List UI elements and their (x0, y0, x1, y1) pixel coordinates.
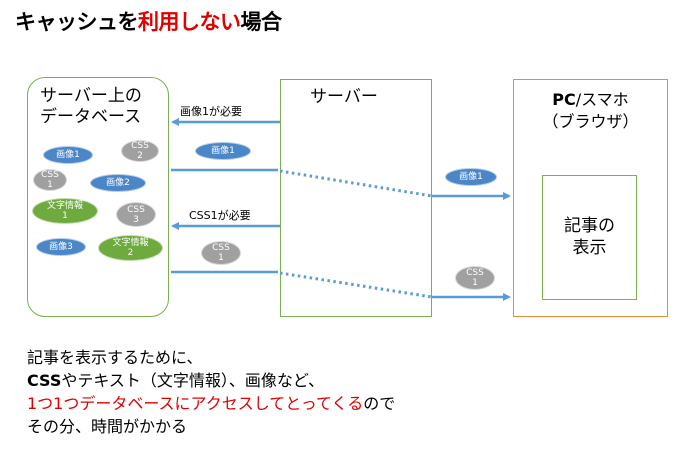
article-title-line1: 記事の (564, 216, 615, 236)
client-title-rest: /スマホ (575, 90, 629, 109)
delivered1-pill: 画像1 (445, 168, 497, 186)
description-line4: その分、時間がかかる (27, 417, 188, 436)
database-title-line2: データベース (40, 107, 142, 127)
client-title: PC/スマホ （ブラウザ） (513, 89, 668, 133)
transfer1-dotted (279, 169, 433, 198)
db-item-image1: 画像1 (43, 146, 93, 164)
description: 記事を表示するために、 CSSやテキスト（文字情報）、画像など、 1つ1つデータ… (27, 346, 395, 438)
request2-label: CSS1が必要 (189, 209, 251, 222)
title-highlight: 利用しない (138, 10, 241, 34)
description-line2: CSSやテキスト（文字情報）、画像など、 (27, 369, 395, 392)
database-title-line1: サーバー上の (40, 86, 142, 106)
description-line3: 1つ1つデータベースにアクセスしてとってくるので (27, 392, 395, 415)
description-line3-rest: ので (363, 394, 396, 413)
article-title: 記事の 表示 (542, 215, 637, 259)
db-item-image2: 画像2 (90, 174, 146, 192)
server-title: サーバー (310, 87, 378, 107)
client-title-pc: PC (552, 90, 576, 109)
request1-label: 画像1が必要 (180, 105, 242, 118)
page-title: キャッシュを利用しない場合 (15, 6, 282, 36)
server-box (280, 79, 432, 317)
description-css: CSS (27, 371, 62, 390)
description-line2-rest: やテキスト（文字情報）、画像など、 (61, 371, 325, 390)
transfer2-dotted (279, 271, 433, 299)
description-line1: 記事を表示するために、 (27, 348, 203, 367)
title-suffix: 場合 (240, 10, 283, 34)
db-item-image3: 画像3 (36, 238, 86, 256)
database-title: サーバー上の データベース (40, 86, 142, 128)
transfer1-pill: 画像1 (195, 142, 251, 160)
description-highlight: 1つ1つデータベースにアクセスしてとってくる (27, 394, 364, 413)
title-prefix: キャッシュを (15, 10, 139, 34)
client-subtitle: （ブラウザ） (542, 112, 639, 131)
article-display-box (542, 175, 637, 300)
article-title-line2: 表示 (572, 238, 607, 258)
database-box (27, 77, 169, 317)
